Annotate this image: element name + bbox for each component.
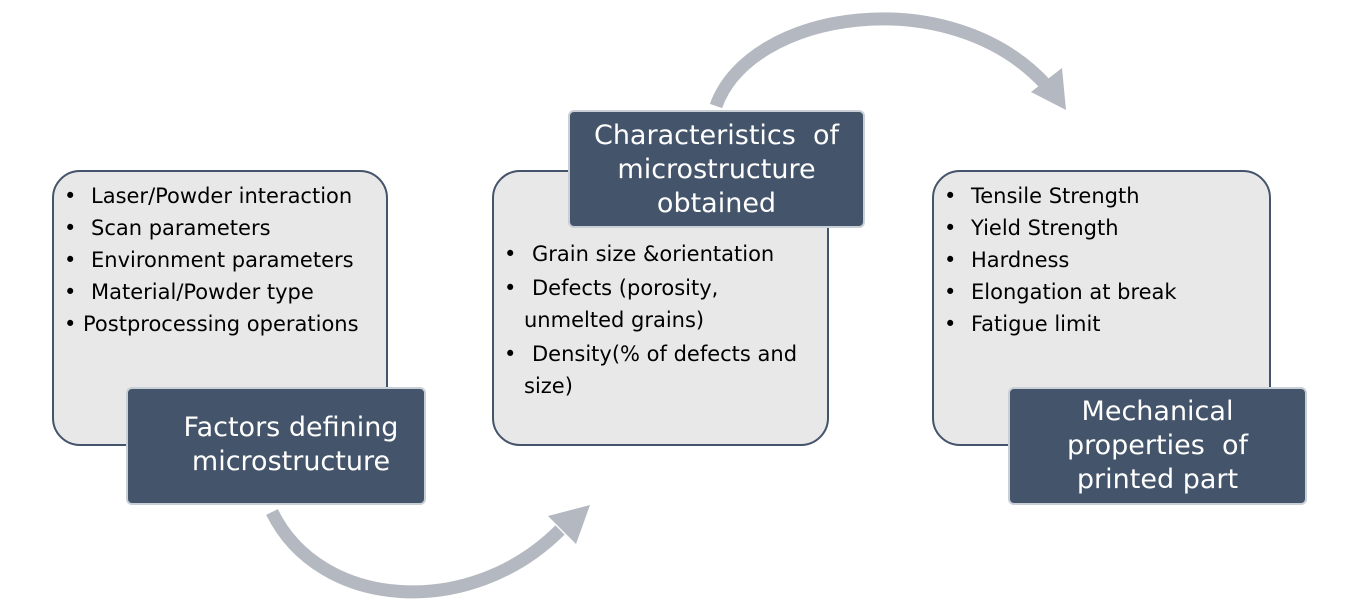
list-item: •Environment parameters	[64, 244, 359, 276]
bullet-icon: •	[944, 248, 957, 272]
list-item: •Fatigue limit	[944, 308, 1177, 340]
bullet-icon: •	[64, 248, 77, 272]
list-item: •Grain size &orientation	[504, 238, 824, 270]
list-item: •Scan parameters	[64, 212, 359, 244]
arrowhead-1-to-2	[548, 505, 590, 544]
bullet-icon: •	[944, 280, 957, 304]
bullet-icon: •	[944, 312, 957, 336]
characteristics-list: •Grain size &orientation •Defects (poros…	[504, 238, 824, 402]
bullet-icon: •	[64, 184, 77, 208]
mechanical-properties-label: Mechanical properties of printed part	[1008, 387, 1307, 505]
arrowhead-2-to-3	[1031, 68, 1066, 110]
list-item: •Laser/Powder interaction	[64, 180, 359, 212]
bullet-icon: •	[64, 216, 77, 240]
list-item-continuation: size)	[524, 374, 573, 398]
bullet-icon: •	[64, 280, 77, 304]
bullet-icon: •	[504, 276, 517, 300]
list-item: •Postprocessing operations	[64, 308, 359, 340]
list-item: •Material/Powder type	[64, 276, 359, 308]
curved-arrow-1-to-2	[266, 509, 565, 599]
factors-label: Factors defining microstructure	[126, 387, 426, 505]
bullet-icon: •	[64, 312, 77, 336]
list-item-continuation: unmelted grains)	[524, 308, 705, 332]
list-item: •Tensile Strength	[944, 180, 1177, 212]
bullet-icon: •	[504, 242, 517, 266]
list-item: •Defects (porosity,unmelted grains)	[504, 272, 824, 336]
list-item: •Yield Strength	[944, 212, 1177, 244]
factors-list: •Laser/Powder interaction •Scan paramete…	[64, 180, 359, 340]
list-item: •Hardness	[944, 244, 1177, 276]
bullet-icon: •	[944, 184, 957, 208]
characteristics-label: Characteristics of microstructure obtain…	[568, 110, 865, 228]
mechanical-properties-list: •Tensile Strength •Yield Strength •Hardn…	[944, 180, 1177, 340]
list-item: •Elongation at break	[944, 276, 1177, 308]
bullet-icon: •	[504, 342, 517, 366]
curved-arrow-2-to-3	[709, 12, 1051, 109]
bullet-icon: •	[944, 216, 957, 240]
